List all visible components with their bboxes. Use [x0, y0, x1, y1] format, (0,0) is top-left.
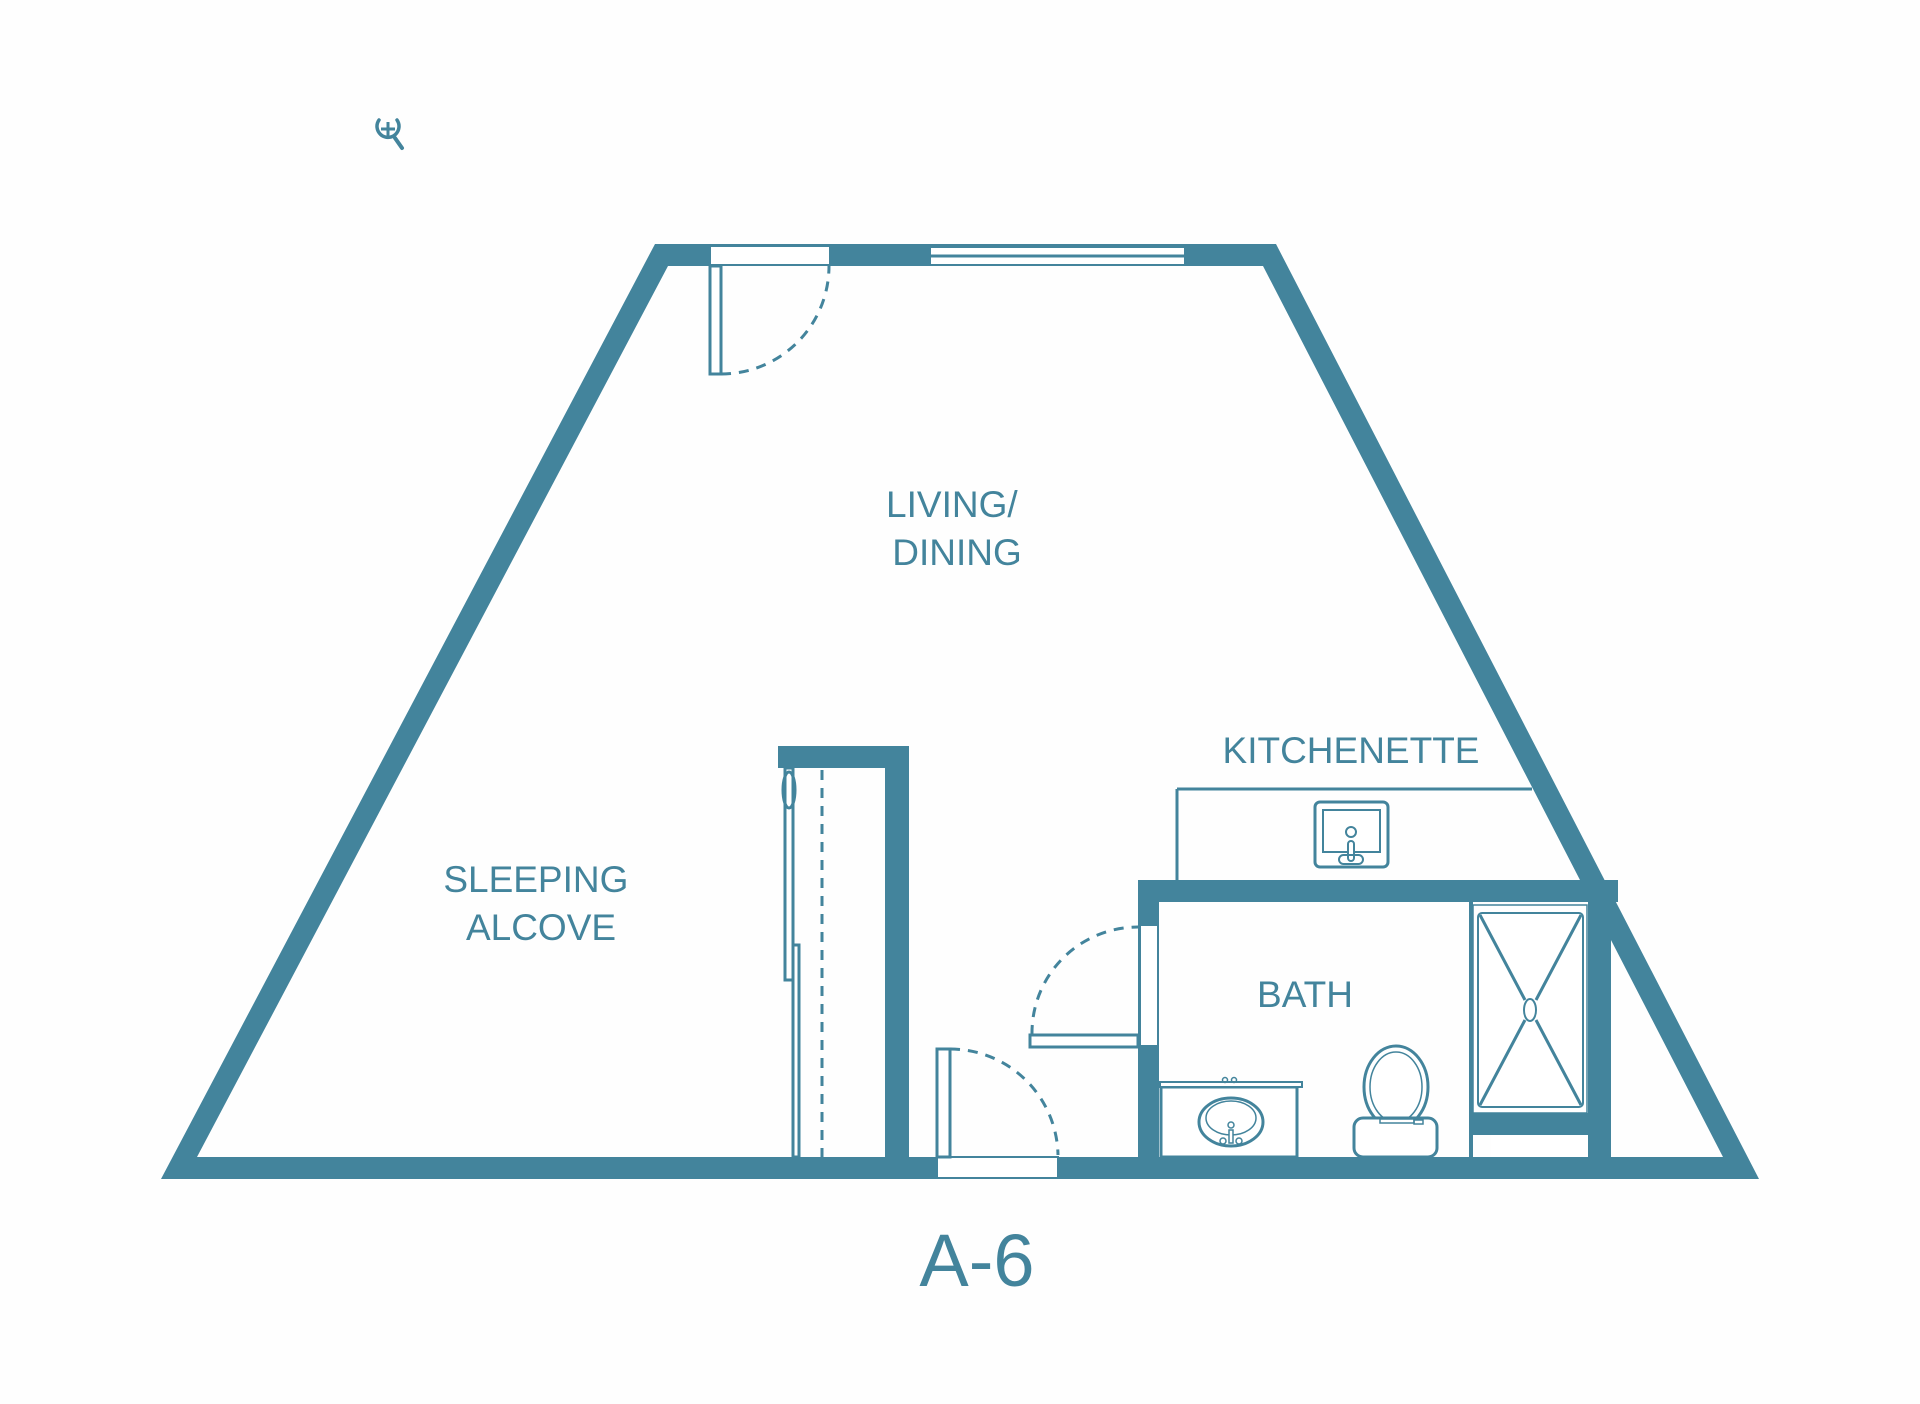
entry-door-swing	[949, 1047, 1060, 1156]
toilet-icon	[1352, 1044, 1439, 1159]
zoom-in-button[interactable]	[372, 114, 406, 152]
closet-sliding-door	[781, 766, 824, 1159]
entry-door-leaf	[935, 1047, 952, 1159]
bath-door-opening	[1139, 924, 1159, 1047]
closet-wall	[778, 746, 909, 1158]
room-label-line: LIVING/	[886, 484, 1018, 525]
room-label-line: KITCHENETTE	[1223, 730, 1480, 771]
room-label-line: ALCOVE	[466, 907, 616, 948]
bath-door-swing	[1030, 925, 1139, 1036]
kitchen-sink-icon	[1313, 800, 1390, 869]
bathroom-sink-icon	[1197, 1096, 1265, 1148]
shower	[1472, 904, 1588, 1114]
room-label-kitchenette: KITCHENETTE	[1223, 730, 1480, 771]
room-label-living-dining: LIVING/ DINING	[886, 484, 1028, 573]
room-label-line: SLEEPING	[443, 859, 628, 900]
bath-door-leaf	[1028, 1033, 1140, 1049]
room-label-sleeping-alcove: SLEEPING ALCOVE	[443, 859, 638, 948]
entry-top-door-opening	[709, 245, 831, 266]
top-door-swing	[720, 265, 831, 376]
entry-door-opening	[936, 1156, 1059, 1179]
room-label-line: BATH	[1257, 974, 1353, 1015]
shower-slot	[1491, 1135, 1588, 1157]
unit-label: A-6	[919, 1219, 1034, 1302]
room-label-bath: BATH	[1257, 974, 1353, 1015]
kitchen-counter	[1175, 787, 1532, 880]
room-label-line: DINING	[892, 532, 1022, 573]
window	[931, 248, 1184, 264]
shower-drain-icon	[1523, 998, 1537, 1022]
top-door-leaf	[708, 264, 723, 376]
zoom-in-icon	[375, 118, 404, 150]
